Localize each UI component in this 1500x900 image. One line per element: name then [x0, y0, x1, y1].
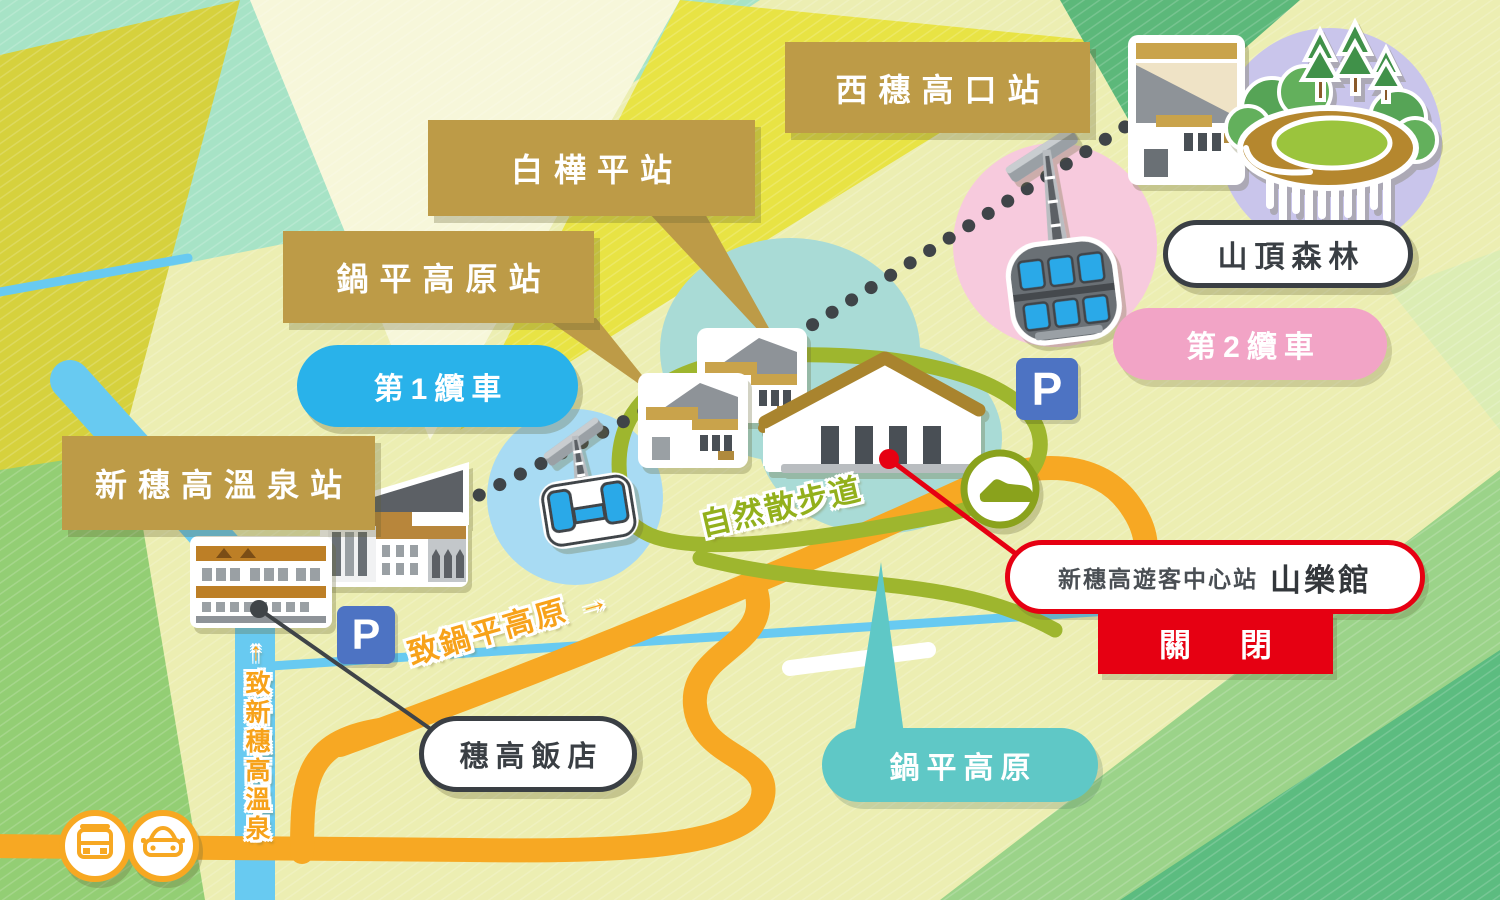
ropeway2-badge: 第2纜車 [1113, 308, 1387, 380]
nabedaira-kogen-stem [853, 562, 905, 742]
parking-icon: P [337, 606, 395, 664]
hotaka-hotel-building [190, 536, 332, 628]
ropeway2-cable [786, 104, 1157, 344]
nabedaira-station-leader [545, 318, 662, 400]
road-vertical-onsen [290, 718, 392, 864]
summit-forest-illustration [1224, 17, 1439, 240]
station-label-shinhotaka-onsen: 新穗高溫泉站 [62, 436, 375, 530]
double-deck-gondola-icon [1005, 127, 1122, 346]
gondola1-icon [538, 417, 639, 549]
car-icon [127, 810, 199, 882]
summit-forest-badge: 山頂森林 [1163, 220, 1413, 288]
station-label-nishihotakaguchi: 西穗高口站 [785, 42, 1090, 133]
nabedaira-kogen-badge: 鍋平高原 [822, 728, 1098, 802]
closed-status-badge: 關 閉 [1098, 612, 1333, 674]
station-label-nabedaira: 鍋平高原站 [283, 231, 594, 323]
nabedaira-station-building [638, 373, 748, 468]
hotaka-hotel-badge: 穗高飯店 [419, 716, 637, 792]
footpath-white [782, 642, 936, 676]
bus-icon [59, 810, 131, 882]
visitor-center-callout: 新穗高遊客中心站 山樂館 [1005, 540, 1425, 614]
visitor-center-prefix: 新穗高遊客中心站 [1058, 566, 1258, 592]
ropeway-cables [431, 104, 1157, 523]
visitor-center-name: 山樂館 [1270, 562, 1372, 598]
visitor-center-building [758, 351, 986, 473]
shirakabadaira-leader [648, 212, 788, 362]
walking-shoe-icon [960, 449, 1040, 529]
road-bottom-s-curve [0, 576, 776, 863]
parking-icon: P [1016, 358, 1078, 420]
station-label-shirakabadaira: 白樺平站 [428, 120, 755, 216]
road-label-to-onsen: ↑致新穗高溫泉 [242, 638, 270, 844]
ropeway1-badge: 第1纜車 [297, 345, 578, 427]
nishihotakaguchi-station-building [1128, 35, 1245, 185]
hotel-leader [250, 600, 454, 746]
ropeway1-cable [431, 339, 779, 523]
